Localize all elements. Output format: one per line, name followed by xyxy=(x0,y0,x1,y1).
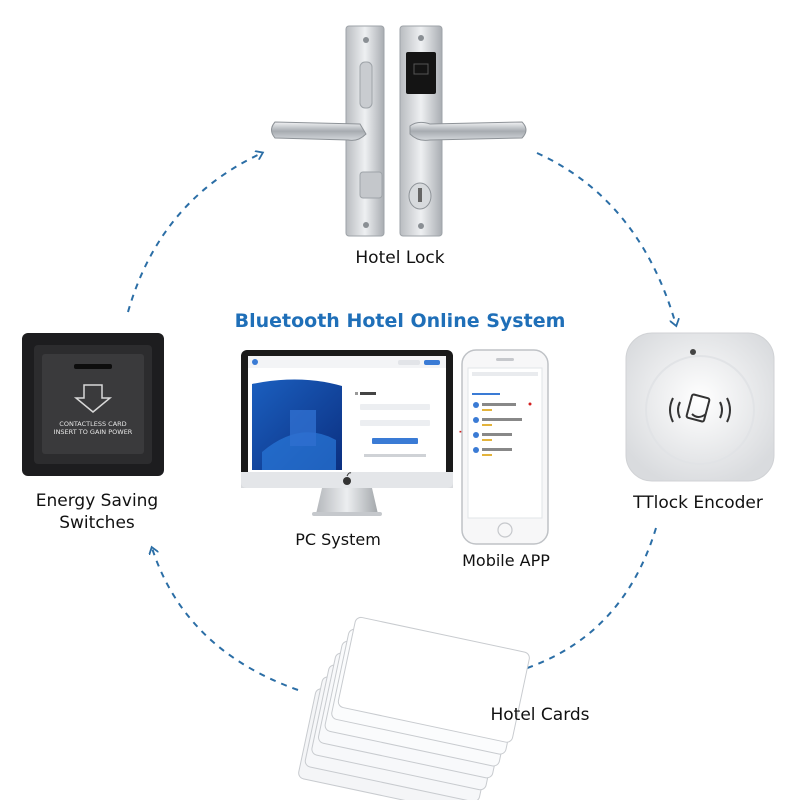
arrow-encoder-to-cards xyxy=(515,527,657,672)
switch-text-line2: INSERT TO GAIN POWER xyxy=(53,428,133,436)
label-mobile-app: Mobile APP xyxy=(462,551,550,570)
apple-logo-icon xyxy=(343,472,352,485)
diagram-title: Bluetooth Hotel Online System xyxy=(234,310,566,332)
mobile-phone-image xyxy=(461,349,549,545)
label-energy-switches: Energy Saving Switches xyxy=(12,490,182,534)
switch-text-line1: CONTACTLESS CARD xyxy=(59,420,127,428)
label-hotel-cards: Hotel Cards xyxy=(490,705,590,725)
contactless-card-icon xyxy=(669,393,731,423)
arrow-lock-to-encoder xyxy=(536,152,676,325)
down-arrow-icon xyxy=(73,384,113,413)
flow-arrows xyxy=(127,152,676,691)
arrow-switch-to-lock xyxy=(127,153,262,313)
label-energy-switches-line2: Switches xyxy=(59,513,135,533)
label-pc-system: PC System xyxy=(295,530,381,549)
arrow-cards-to-switch xyxy=(152,548,299,691)
energy-switch-image xyxy=(22,333,164,476)
hotel-lock-image xyxy=(271,25,527,237)
label-hotel-lock: Hotel Lock xyxy=(355,248,445,268)
pc-monitor-image xyxy=(241,350,453,516)
hotel-cards-image xyxy=(298,616,530,800)
app-list xyxy=(473,402,532,456)
label-ttlock-encoder: TTlock Encoder xyxy=(633,493,763,513)
label-energy-switches-line1: Energy Saving xyxy=(35,491,159,511)
ttlock-encoder-image xyxy=(625,332,775,482)
switch-text: CONTACTLESS CARD INSERT TO GAIN POWER xyxy=(42,420,144,436)
